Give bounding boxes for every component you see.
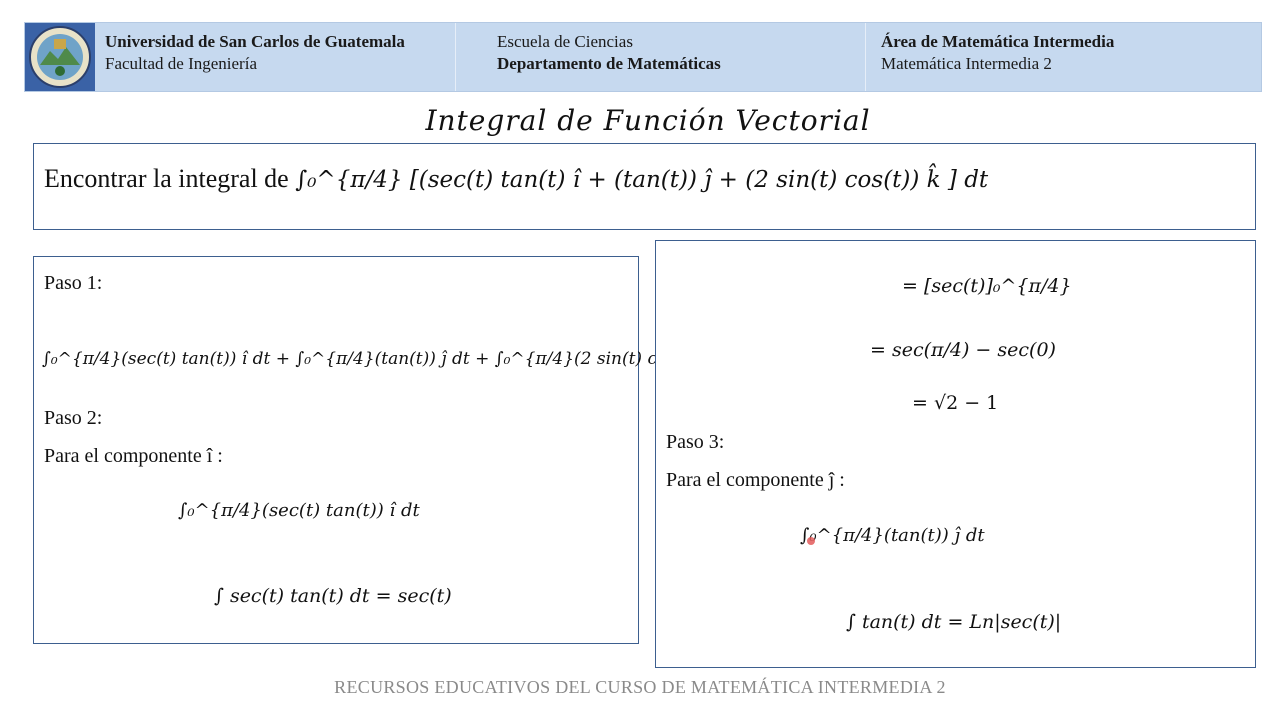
statement-formula: ∫₀^{π/4} [(sec(t) tan(t) î + (tan(t)) ĵ … <box>295 167 989 193</box>
institution-header: Universidad de San Carlos de Guatemala F… <box>24 22 1262 92</box>
statement-text: Encontrar la integral de <box>44 164 289 193</box>
area-name: Área de Matemática Intermedia <box>881 32 1115 51</box>
right-step-panel: = [sec(t)]₀^{π/4} = sec(π/4) − sec(0) = … <box>655 240 1256 668</box>
component-j-integral: ∫₀^{π/4}(tan(t)) ĵ dt <box>800 525 985 546</box>
university-name: Universidad de San Carlos de Guatemala <box>105 32 405 51</box>
component-i-integral: ∫₀^{π/4}(sec(t) tan(t)) î dt <box>178 500 420 521</box>
page-title: Integral de Función Vectorial <box>425 104 871 137</box>
evaluation-line-1: = [sec(t)]₀^{π/4} <box>902 275 1072 297</box>
component-i-label: Para el componente î : <box>44 445 223 467</box>
course-name: Matemática Intermedia 2 <box>881 54 1052 73</box>
pointer-highlight <box>807 537 815 545</box>
antiderivative-j: ∫ tan(t) dt = Ln|sec(t)| <box>846 611 1062 633</box>
problem-statement-box: Encontrar la integral de ∫₀^{π/4} [(sec(… <box>33 143 1256 230</box>
school-block: Escuela de Ciencias Departamento de Mate… <box>497 31 721 75</box>
step2-label: Paso 2: <box>44 407 103 429</box>
footer-text: RECURSOS EDUCATIVOS DEL CURSO DE MATEMÁT… <box>334 677 946 697</box>
step1-formula: ∫₀^{π/4}(sec(t) tan(t)) î dt + ∫₀^{π/4}(… <box>42 349 742 369</box>
step3-label: Paso 3: <box>666 431 725 453</box>
area-block: Área de Matemática Intermedia Matemática… <box>881 31 1114 75</box>
evaluation-line-2: = sec(π/4) − sec(0) <box>870 339 1056 361</box>
school-name: Escuela de Ciencias <box>497 32 633 51</box>
header-divider <box>865 23 866 91</box>
department-name: Departamento de Matemáticas <box>497 54 721 73</box>
problem-statement-line: Encontrar la integral de ∫₀^{π/4} [(sec(… <box>44 164 988 194</box>
university-block: Universidad de San Carlos de Guatemala F… <box>105 31 405 75</box>
component-j-label: Para el componente ĵ : <box>666 469 845 491</box>
university-seal-icon <box>25 23 95 91</box>
left-step-panel: Paso 1: ∫₀^{π/4}(sec(t) tan(t)) î dt + ∫… <box>33 256 742 644</box>
step1-label: Paso 1: <box>44 272 103 294</box>
header-divider <box>455 23 456 91</box>
antiderivative-i: ∫ sec(t) tan(t) dt = sec(t) <box>214 585 452 607</box>
evaluation-result: = √2 − 1 <box>912 392 999 414</box>
faculty-name: Facultad de Ingeniería <box>105 54 257 73</box>
